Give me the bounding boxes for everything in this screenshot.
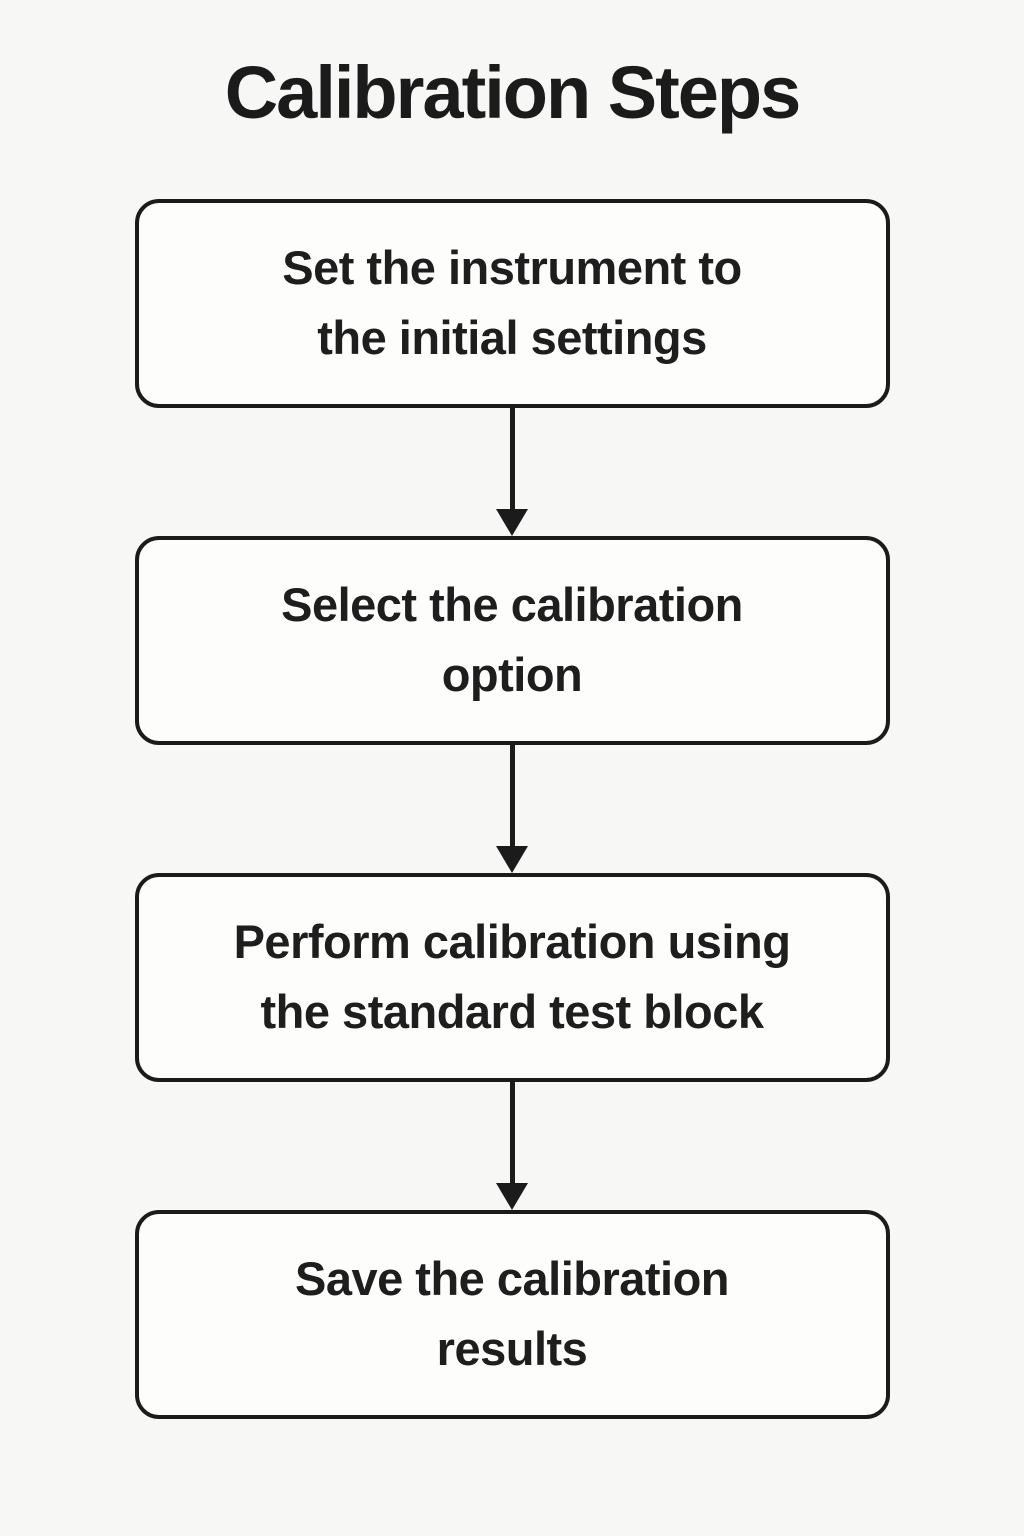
arrow-shaft (509, 407, 515, 511)
flowchart: Set the instrument to the initial settin… (134, 198, 890, 1419)
arrow-down-connector (494, 744, 530, 873)
flow-step-select-option: Select the calibration option (134, 535, 890, 745)
step-label-line: the initial settings (317, 311, 707, 365)
step-label-line: results (436, 1322, 588, 1376)
step-label-line: Select the calibration (281, 578, 743, 632)
arrow-shaft (509, 744, 515, 848)
step-label-line: the standard test block (260, 985, 765, 1039)
arrow-head-icon (496, 845, 528, 873)
arrow-head-icon (496, 508, 528, 536)
arrow-shaft (509, 1081, 515, 1185)
page-title: Calibration Steps (224, 51, 802, 134)
arrow-down-connector (494, 1081, 530, 1210)
step-label-line: Save the calibration (294, 1252, 730, 1306)
step-label-line: option (441, 648, 583, 702)
step-label-line: Set the instrument to (282, 241, 742, 295)
step-label-line: Perform calibration using (233, 915, 791, 969)
arrow-head-icon (496, 1182, 528, 1210)
arrow-down-connector (494, 407, 530, 536)
flow-step-save-results: Save the calibration results (134, 1209, 890, 1419)
flow-step-perform-calibration: Perform calibration using the standard t… (134, 872, 890, 1082)
flow-step-set-instrument: Set the instrument to the initial settin… (134, 198, 890, 408)
